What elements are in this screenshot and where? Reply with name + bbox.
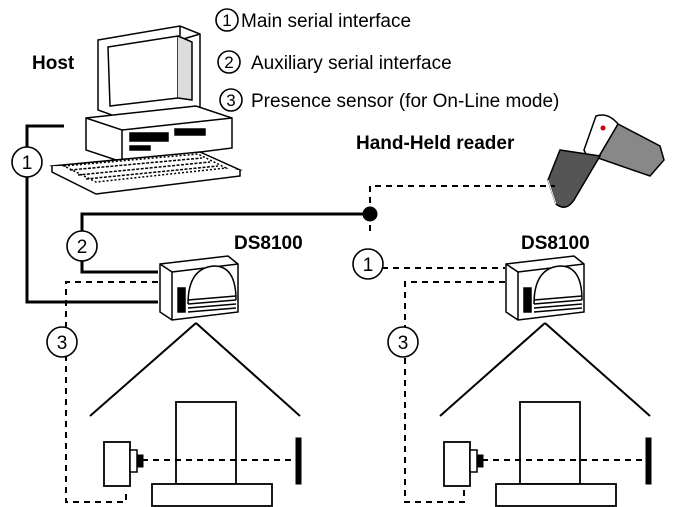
legend-text: Main serial interface: [241, 11, 411, 32]
legend-text: Auxiliary serial interface: [251, 53, 452, 74]
package-right: [519, 401, 581, 485]
callout-left-main: 1: [11, 146, 43, 178]
callout-right-sensor: 3: [387, 326, 419, 358]
reader-left-label: DS8100: [234, 233, 303, 254]
legend: 1 Main serial interface 2 Auxiliary seri…: [215, 8, 559, 112]
sensor-cable-left: [65, 281, 158, 503]
host-computer-icon: [49, 25, 243, 195]
callout-left-sensor: 3: [46, 326, 78, 358]
conveyor-left: [151, 483, 273, 507]
presence-sensor-left-icon: [103, 441, 144, 487]
conveyor-right: [495, 483, 617, 507]
callout-num: 3: [398, 333, 409, 354]
host-label: Host: [32, 53, 75, 74]
handheld-cable: [369, 185, 555, 214]
reflector-right: [645, 437, 652, 485]
legend-num: 3: [226, 91, 235, 110]
presence-sensor-right-icon: [443, 441, 484, 487]
handheld-reader-icon: [547, 114, 665, 208]
package-left: [175, 401, 237, 485]
scan-station-left: [89, 322, 302, 507]
callout-right-main: 1: [352, 248, 384, 280]
reflector-left: [295, 437, 302, 485]
legend-item-2: 2 Auxiliary serial interface: [217, 50, 452, 74]
sensor-cable-right: [404, 281, 505, 503]
main-cable-left: [25, 124, 158, 304]
callout-num: 3: [57, 333, 68, 354]
reader-right-label: DS8100: [521, 233, 590, 254]
scan-station-right: [439, 322, 652, 507]
callout-num: 1: [22, 153, 33, 174]
ds8100-right-icon: [505, 255, 585, 321]
legend-num: 1: [222, 11, 231, 30]
legend-num: 2: [224, 53, 233, 72]
callout-num: 1: [363, 255, 374, 276]
callout-left-aux: 2: [66, 230, 98, 262]
legend-item-3: 3 Presence sensor (for On-Line mode): [219, 88, 559, 112]
main-cable-right: [369, 214, 505, 278]
legend-item-1: 1 Main serial interface: [215, 8, 411, 32]
callout-num: 2: [77, 237, 88, 258]
legend-text: Presence sensor (for On-Line mode): [251, 91, 559, 112]
ds8100-left-icon: [159, 255, 239, 321]
handheld-label: Hand-Held reader: [356, 133, 515, 154]
